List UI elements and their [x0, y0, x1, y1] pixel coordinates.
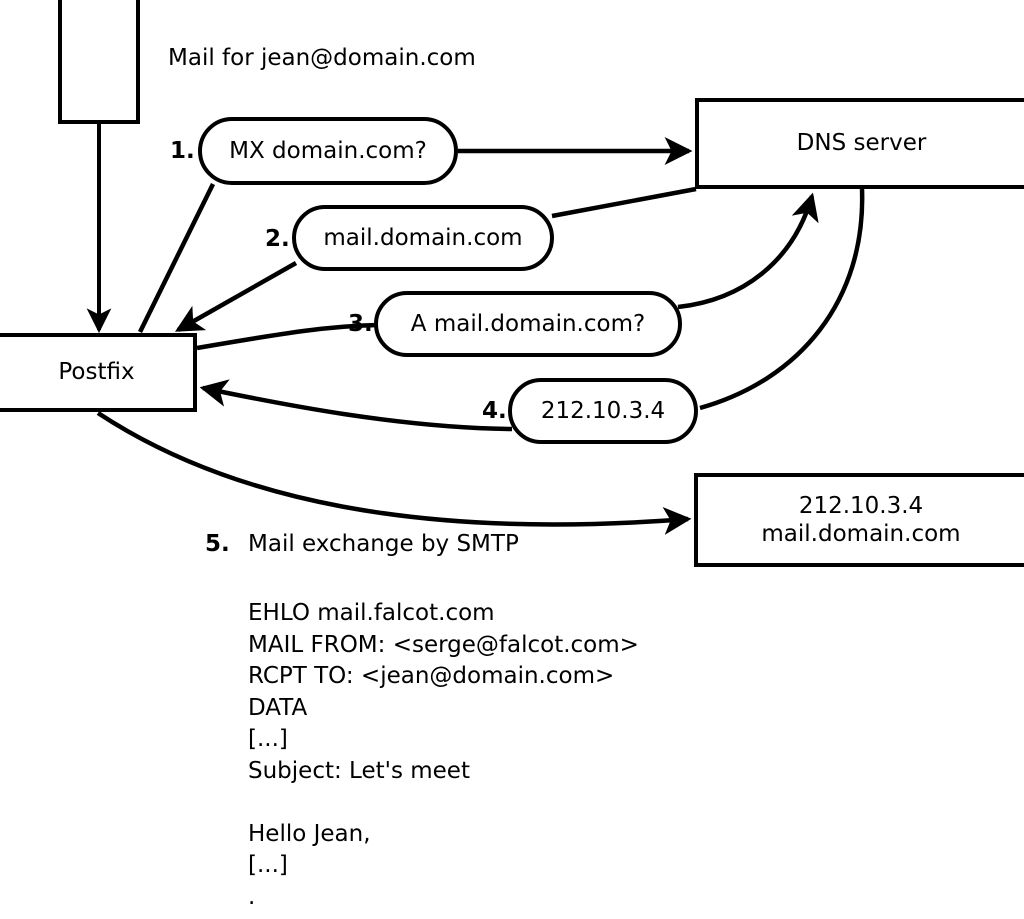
connector-postfix-to-step1	[137, 183, 216, 333]
smtp-transcript-line: RCPT TO: <jean@domain.com>	[248, 663, 615, 689]
step-number-3: 3.	[348, 311, 373, 337]
message-bubble-mx-answer: mail.domain.com	[292, 205, 554, 271]
message-bubble-a-answer-label: 212.10.3.4	[540, 398, 666, 424]
connector-step2-to-postfix	[174, 261, 298, 332]
smtp-transcript-line: [...]	[248, 852, 288, 878]
mail-server-box: 212.10.3.4 mail.domain.com	[694, 473, 1024, 567]
postfix-box: Postfix	[0, 333, 197, 412]
postfix-label: Postfix	[58, 359, 135, 386]
message-bubble-mx-query: MX domain.com?	[198, 117, 458, 185]
smtp-transcript-line: .	[248, 883, 256, 910]
message-bubble-a-query-label: A mail.domain.com?	[410, 311, 646, 337]
smtp-transcript-line: Subject: Let's meet	[248, 757, 470, 784]
step-number-2: 2.	[265, 226, 290, 252]
mail-server-ip: 212.10.3.4	[798, 492, 924, 519]
mail-for-label: Mail for jean@domain.com	[168, 45, 476, 71]
connector-step3-to-dns	[677, 192, 819, 310]
smtp-transcript-line: DATA	[248, 694, 308, 721]
connector-dns-to-step4	[699, 188, 865, 411]
message-bubble-mx-query-label: MX domain.com?	[229, 138, 427, 164]
message-bubble-a-answer: 212.10.3.4	[508, 378, 698, 444]
dns-server-label: DNS server	[796, 130, 927, 157]
smtp-transcript-line: [...]	[248, 726, 288, 752]
step-number-1: 1.	[170, 138, 195, 164]
message-bubble-a-query: A mail.domain.com?	[374, 291, 682, 357]
message-bubble-mx-answer-label: mail.domain.com	[323, 225, 523, 251]
mail-server-hostname: mail.domain.com	[761, 521, 961, 547]
smtp-exchange-label: Mail exchange by SMTP	[248, 531, 519, 557]
step-number-4: 4.	[482, 398, 507, 424]
smtp-transcript-line	[248, 787, 639, 819]
connector-postfix-to-step3	[196, 322, 379, 351]
smtp-transcript-line: Hello Jean,	[248, 820, 371, 847]
smtp-transcript-line: MAIL FROM: <serge@falcot.com>	[248, 631, 639, 658]
dns-server-box: DNS server	[695, 98, 1024, 189]
connector-postfix-to-mailserver	[96, 411, 692, 535]
client-box	[58, 0, 140, 124]
connector-step4-to-postfix	[199, 379, 513, 432]
smtp-transcript-line: EHLO mail.falcot.com	[248, 600, 495, 626]
step-number-5: 5.	[205, 531, 230, 557]
connector-dns-to-step2	[551, 186, 697, 219]
